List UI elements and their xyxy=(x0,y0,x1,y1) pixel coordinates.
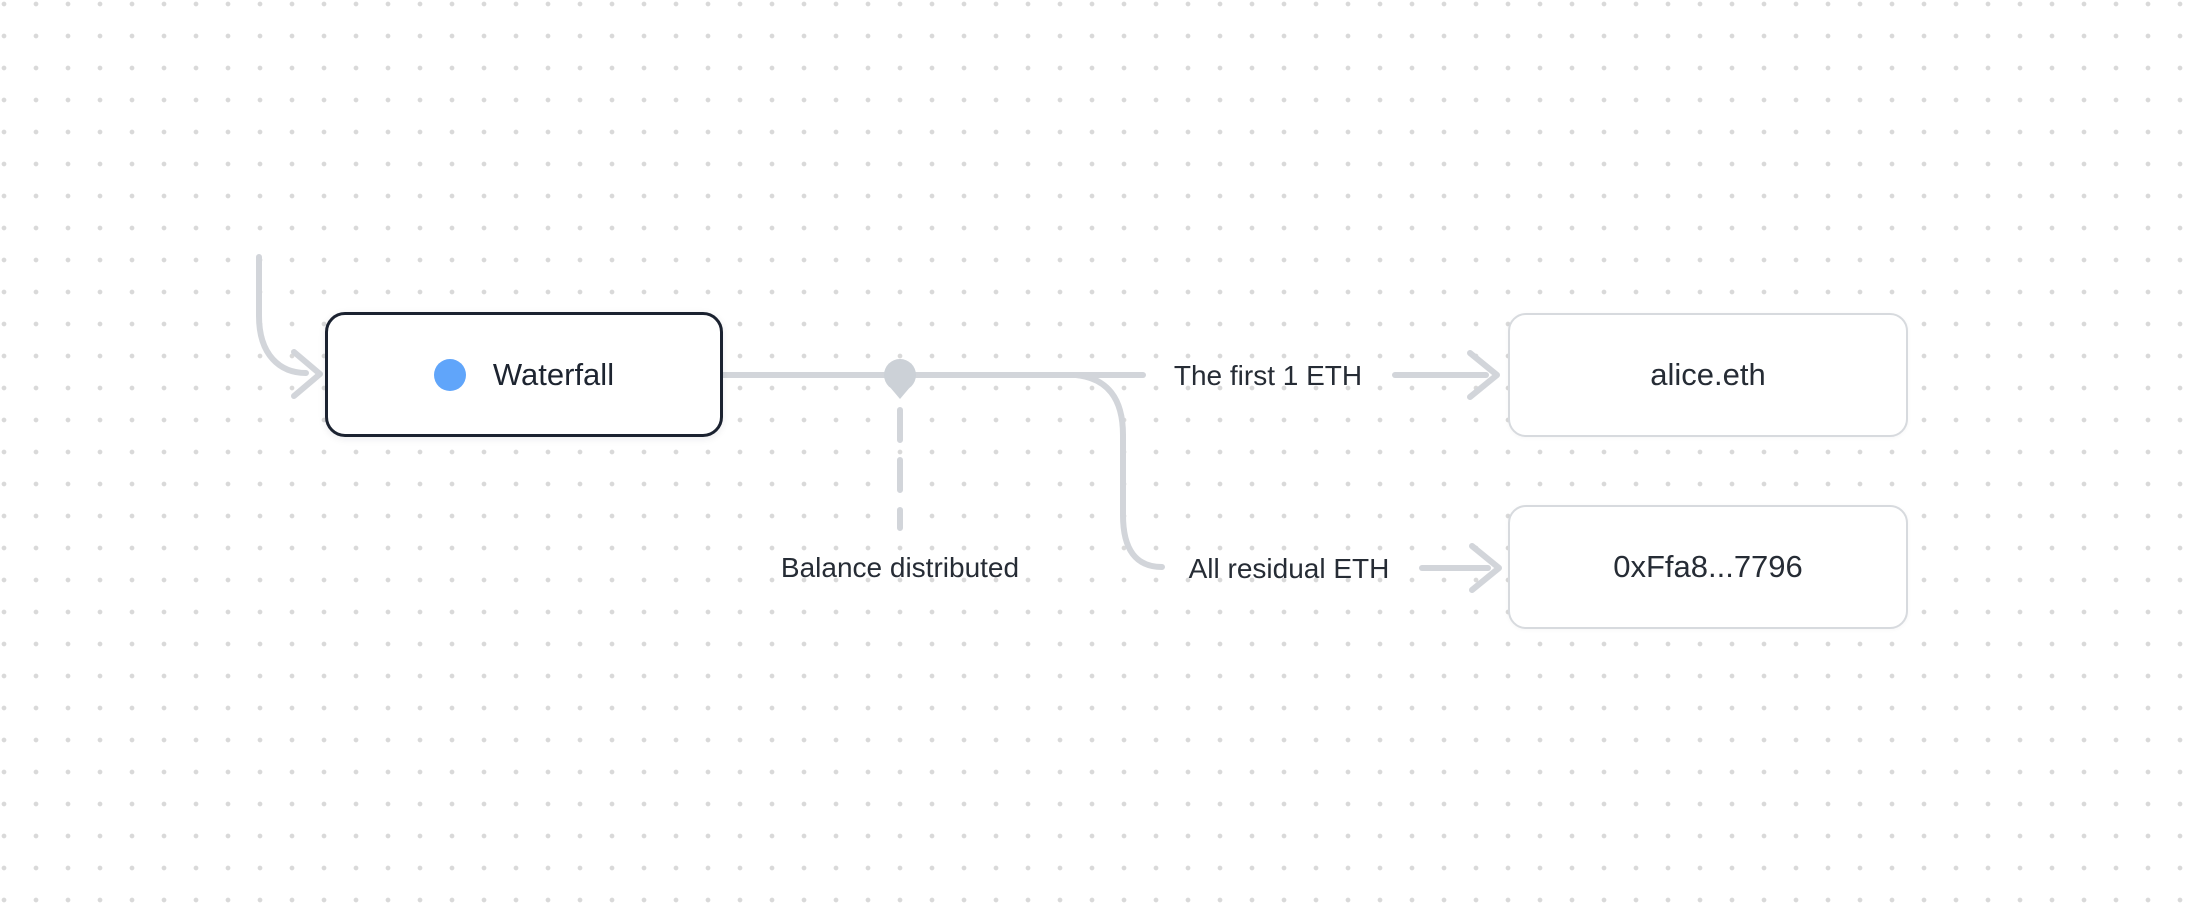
recipient-node-address[interactable]: 0xFfa8...7796 xyxy=(1508,505,1908,629)
waterfall-node[interactable]: Waterfall xyxy=(325,312,723,437)
first-tranche-edge-label: The first 1 ETH xyxy=(1173,360,1363,391)
junction-pin-tip xyxy=(889,386,911,399)
recipient-alice-label: alice.eth xyxy=(1650,357,1766,392)
waterfall-node-label: Waterfall xyxy=(492,356,615,392)
balance-distributed-label: Balance distributed xyxy=(780,552,1020,583)
incoming-edge xyxy=(256,254,309,376)
recipient-node-alice[interactable]: alice.eth xyxy=(1508,313,1908,437)
residual-edge-label: All residual ETH xyxy=(1188,553,1390,584)
residual-arrowhead-icon xyxy=(1469,543,1502,593)
incoming-arrowhead-icon xyxy=(291,349,323,399)
junction-dot xyxy=(884,359,916,391)
recipient-address-label: 0xFfa8...7796 xyxy=(1613,549,1803,584)
residual-branch-edge xyxy=(1073,372,1165,570)
first-tranche-arrowhead-icon xyxy=(1467,350,1500,400)
waterfall-dot-icon xyxy=(433,358,466,391)
